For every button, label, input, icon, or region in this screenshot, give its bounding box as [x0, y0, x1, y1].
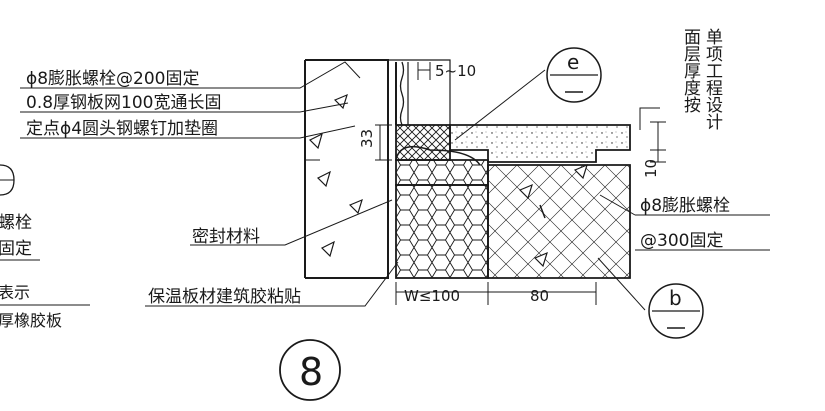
dim-bottom: W≤100 80	[395, 282, 597, 305]
parapet-wall	[304, 59, 389, 279]
callout-b: b	[648, 283, 704, 339]
leader-lines	[20, 61, 770, 311]
detail-number: 8	[279, 339, 341, 401]
detail-number-label: 8	[299, 350, 323, 394]
roof-surface-layer	[449, 124, 631, 163]
dim-width-label: W≤100	[404, 287, 460, 305]
dim-gap: 5~10	[417, 62, 476, 80]
dim-width2-label: 80	[530, 287, 549, 305]
annotation-bolt-200: ϕ8膨胀螺栓@200固定	[26, 69, 199, 89]
dim-10-label: 10	[642, 159, 660, 178]
left-partial-3: 表示	[0, 283, 30, 302]
seal-block	[395, 124, 451, 161]
callout-e: e	[546, 47, 602, 103]
roof-note-vertical-2: 单项工程设计	[702, 28, 723, 130]
insulation-board	[395, 184, 489, 279]
callout-e-label: e	[567, 50, 579, 74]
callout-b-label: b	[669, 286, 682, 310]
annotation-seal: 密封材料	[192, 227, 260, 247]
steel-mesh	[395, 61, 409, 126]
roof-note-vertical-1: 面层厚度按	[680, 28, 701, 114]
annotation-bolt-300-2: @300固定	[640, 231, 723, 251]
annotation-insulation: 保温板材建筑胶粘贴	[148, 287, 301, 307]
annotation-mesh-1: 0.8厚钢板网100宽通长固	[26, 93, 221, 113]
dim-33: 33	[358, 124, 392, 161]
left-partial-1: 螺栓	[0, 213, 32, 233]
roof-slab	[487, 163, 631, 279]
left-partial-2: 固定	[0, 239, 32, 259]
dim-33-label: 33	[358, 129, 376, 148]
annotation-mesh-2: 定点ϕ4圆头钢螺钉加垫圈	[26, 119, 218, 139]
dim-gap-label: 5~10	[435, 62, 476, 80]
dim-10: 10	[642, 121, 666, 178]
left-partial-4: 厚橡胶板	[0, 311, 62, 330]
annotation-bolt-300-1: ϕ8膨胀螺栓	[640, 196, 730, 216]
